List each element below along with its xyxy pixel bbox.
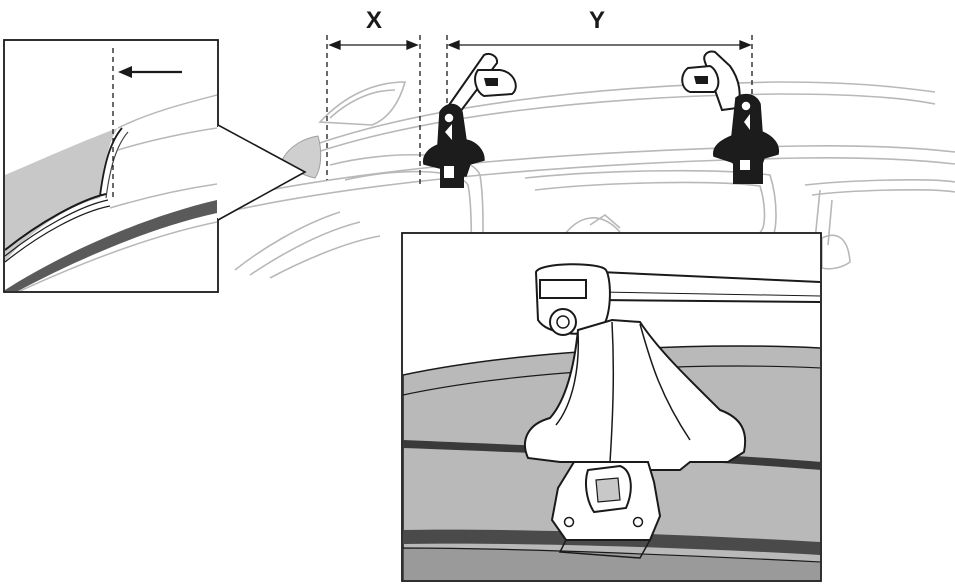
y-arrow-right [739, 40, 752, 50]
y-dimension-label: Y [589, 7, 606, 34]
y-arrow-left [447, 40, 460, 50]
x-dimension-label: X [366, 7, 383, 34]
dimension-guides [326, 35, 753, 185]
foot-closeup-inset [401, 232, 822, 582]
x-arrow-right [406, 40, 419, 50]
front-rack-foot [422, 53, 517, 188]
edge-detail-inset [3, 39, 307, 293]
car-outline [225, 81, 955, 279]
x-arrow-left [328, 40, 341, 50]
rear-rack-foot [681, 50, 780, 184]
